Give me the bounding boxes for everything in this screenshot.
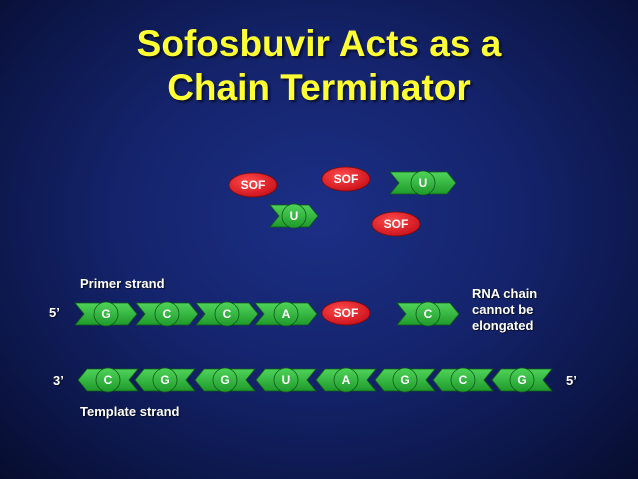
primer-nucleotide-1-g: G [74,301,138,327]
template-nucleotide-1-c: C [77,367,139,393]
free-nucleotide-4-u: U [389,170,457,196]
svg-text:SOF: SOF [241,178,266,192]
primer-nucleotide-5-sof: SOF [321,300,371,326]
template-strand-label: Template strand [80,404,180,419]
svg-text:A: A [282,307,291,321]
svg-text:C: C [424,307,433,321]
svg-text:G: G [160,373,169,387]
template-nucleotide-8-g: G [491,367,553,393]
svg-text:C: C [223,307,232,321]
template-nucleotide-3-g: G [194,367,256,393]
primer-nucleotide-4-a: A [254,301,318,327]
title-line-1: Sofosbuvir Acts as a [136,23,502,64]
svg-text:U: U [419,176,428,190]
svg-text:U: U [290,209,299,223]
svg-text:U: U [282,373,291,387]
rna-note-line-1: RNA chain [472,286,538,301]
free-nucleotide-5-sof: SOF [371,211,421,237]
svg-text:SOF: SOF [334,306,359,320]
free-nucleotides: SOF SOF U U SOF [228,166,457,237]
svg-text:C: C [459,373,468,387]
svg-text:SOF: SOF [334,172,359,186]
rna-note: RNA chain cannot be elongated [472,286,537,334]
template-3-prime-label: 3’ [53,373,64,388]
svg-text:G: G [400,373,409,387]
primer-strand: G C C A SOF C [74,300,460,327]
primer-strand-label: Primer strand [80,276,165,291]
title-line-2: Chain Terminator [167,67,471,108]
page-title: Sofosbuvir Acts as a Chain Terminator [0,22,638,110]
rna-note-line-3: elongated [472,318,534,333]
template-5-prime-label: 5’ [566,373,577,388]
primer-nucleotide-2-c: C [135,301,199,327]
svg-text:C: C [104,373,113,387]
svg-text:G: G [220,373,229,387]
svg-text:G: G [101,307,110,321]
svg-text:G: G [517,373,526,387]
free-nucleotide-3-u: U [269,203,319,229]
primer-5-prime-label: 5’ [49,305,60,320]
primer-nucleotide-6-c: C [396,301,460,327]
template-nucleotide-7-c: C [432,367,494,393]
template-nucleotide-4-u: U [255,367,317,393]
template-nucleotide-5-a: A [315,367,377,393]
template-nucleotide-2-g: G [134,367,196,393]
rna-note-line-2: cannot be [472,302,534,317]
svg-text:SOF: SOF [384,217,409,231]
template-nucleotide-6-g: G [374,367,436,393]
free-nucleotide-1-sof: SOF [228,172,278,198]
svg-text:C: C [163,307,172,321]
svg-text:A: A [342,373,351,387]
free-nucleotide-2-sof: SOF [321,166,371,192]
primer-nucleotide-3-c: C [195,301,259,327]
